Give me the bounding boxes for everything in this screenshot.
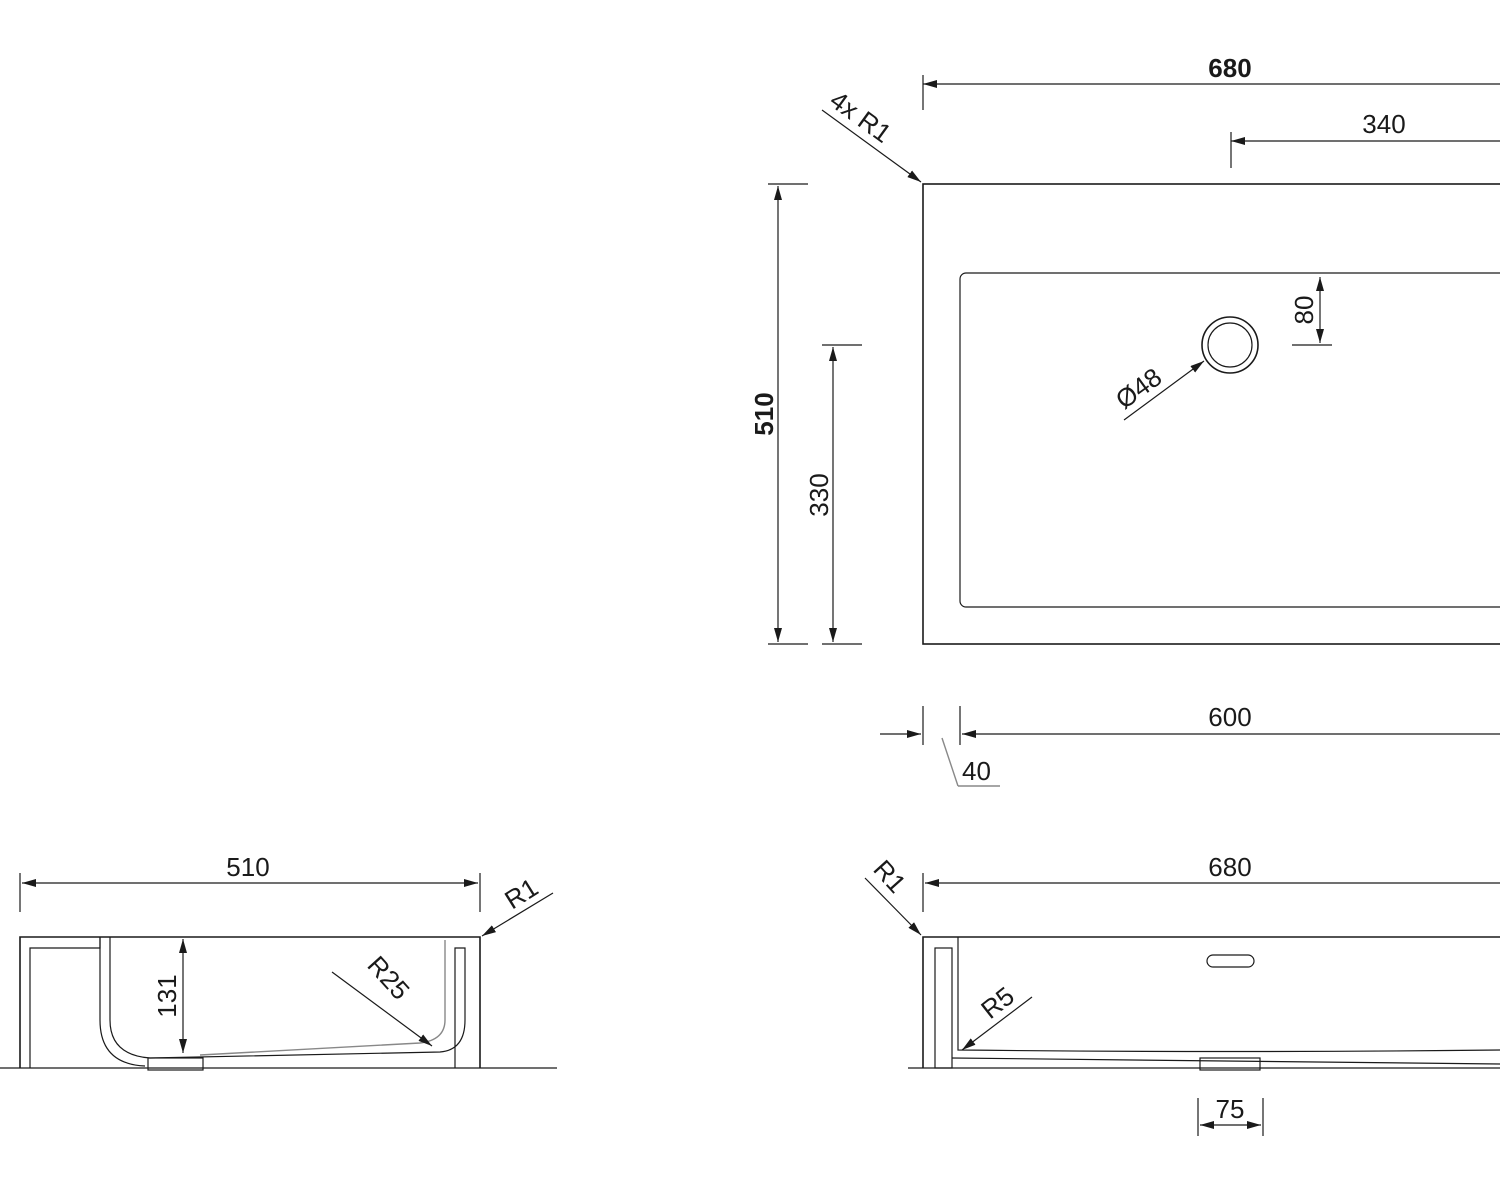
dim-drain-diameter: Ø48 [1110,362,1167,415]
dim-rim-width: 40 [962,756,991,786]
dim-drain-offset: 330 [804,473,834,516]
dim-overall-depth: 510 [749,392,779,435]
dim-section-corner-radius: R1 [499,872,543,915]
dim-overall-width: 680 [1208,53,1251,83]
sink-outline [922,183,1500,645]
drain-outer [1201,316,1259,374]
dim-half-width: 340 [1362,109,1405,139]
dim-front-corner-radius: R1 [868,854,913,899]
dim-front-width: 680 [1208,852,1251,882]
dim-basin-height: 131 [152,974,182,1017]
side-section: 510 R1 131 R25 [0,852,557,1071]
dim-section-depth: 510 [226,852,269,882]
dim-front-inner-radius: R5 [975,981,1020,1025]
dim-drain-width: 75 [1216,1094,1245,1124]
front-section: 680 R1 R5 75 [864,852,1500,1136]
basin-outline [959,272,1500,608]
top-view: 680 340 4x R1 510 330 80 Ø48 600 40 [749,53,1500,787]
dim-drain-back-offset: 80 [1289,296,1319,325]
dim-basin-width: 600 [1208,702,1251,732]
dim-inner-radius: R25 [362,950,416,1006]
dim-corner-radius: 4x R1 [824,85,897,149]
drain-inner [1207,322,1253,368]
